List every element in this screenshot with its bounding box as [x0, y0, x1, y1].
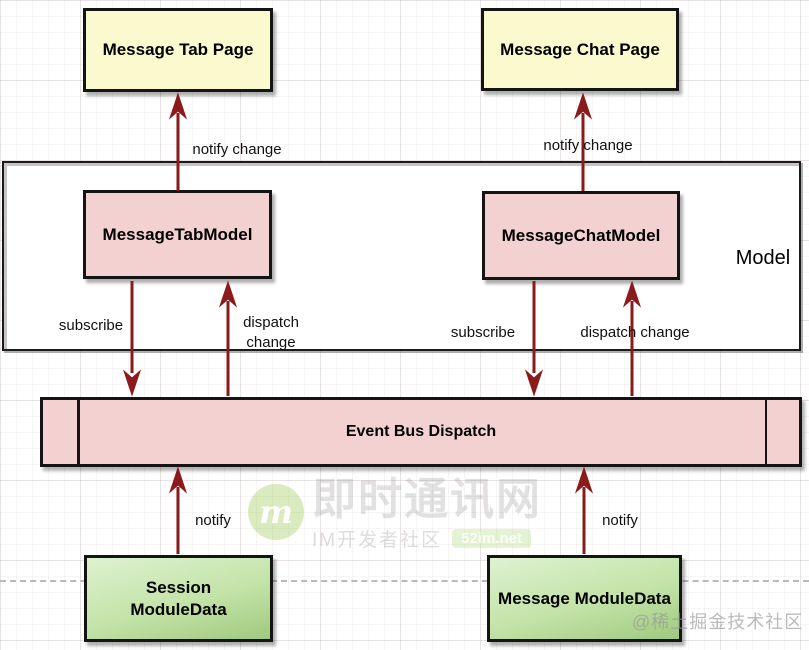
- arrowhead-subscribe-left: [122, 369, 142, 397]
- edge-label-dispatch-change-right: dispatch change: [580, 324, 690, 341]
- watermark-center: m 即时通讯网 IM开发者社区 52im.net: [248, 478, 542, 552]
- watermark-corner: @稀土掘金技术社区: [632, 612, 804, 632]
- watermark-title: 即时通讯网: [312, 475, 542, 524]
- node-session-module-data: Session ModuleData: [84, 555, 273, 642]
- edge-label-notify-left: notify: [195, 512, 231, 529]
- watermark-logo-icon: m: [248, 484, 304, 540]
- node-message-module-data-label: Message ModuleData: [498, 588, 671, 608]
- edge-label-subscribe-left: subscribe: [58, 317, 124, 334]
- edge-label-notify-change-right: notify change: [543, 137, 633, 154]
- node-message-module-data: Message ModuleData: [487, 555, 682, 642]
- arrowhead-notify-change-right: [573, 92, 593, 120]
- node-message-chat-model-label: MessageChatModel: [501, 225, 661, 245]
- model-container-label: Model: [735, 247, 791, 269]
- dashed-guide-line: [0, 580, 809, 582]
- watermark-subtitle: IM开发者社区: [312, 530, 443, 551]
- node-event-bus-dispatch: Event Bus Dispatch: [40, 397, 802, 467]
- arrowhead-notify-right: [574, 466, 594, 494]
- arrowhead-notify-left: [168, 466, 188, 494]
- node-message-chat-page-label: Message Chat Page: [500, 39, 660, 59]
- edge-label-dispatch-change-left-text: dispatch change: [243, 314, 299, 352]
- node-event-bus-dispatch-label: Event Bus Dispatch: [345, 423, 497, 440]
- arrowhead-notify-change-left: [168, 92, 188, 120]
- watermark-badge: 52im.net: [452, 529, 531, 548]
- node-session-module-data-label: Session ModuleData: [130, 578, 227, 619]
- watermark-text-block: 即时通讯网 IM开发者社区 52im.net: [312, 478, 542, 552]
- edge-label-dispatch-change-left: dispatch change: [226, 313, 316, 354]
- node-message-tab-model-label: MessageTabModel: [102, 224, 253, 244]
- arrowhead-subscribe-right: [524, 369, 544, 397]
- node-message-tab-page-label: Message Tab Page: [102, 40, 254, 60]
- event-bus-left-divider: [77, 400, 80, 464]
- event-bus-right-divider: [764, 400, 767, 464]
- edge-label-notify-change-left: notify change: [192, 141, 282, 158]
- arrowhead-dispatch-change-left: [218, 280, 238, 308]
- arrowhead-dispatch-change-right: [622, 280, 642, 308]
- node-message-tab-page: Message Tab Page: [83, 8, 273, 92]
- node-message-chat-page: Message Chat Page: [481, 8, 679, 91]
- edge-label-notify-right: notify: [602, 512, 638, 529]
- node-message-chat-model: MessageChatModel: [482, 191, 680, 280]
- edge-label-subscribe-right: subscribe: [450, 324, 516, 341]
- node-message-tab-model: MessageTabModel: [83, 190, 272, 279]
